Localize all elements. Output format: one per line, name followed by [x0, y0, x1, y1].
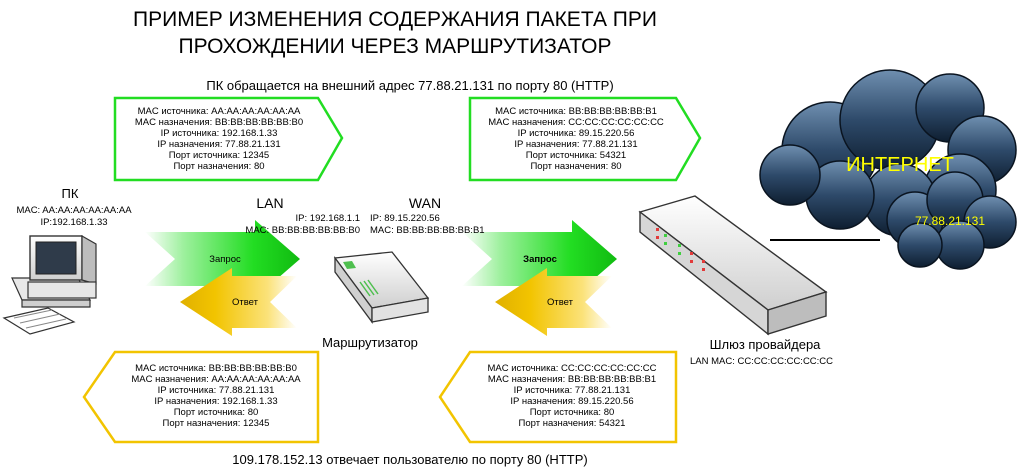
lan-ip: IP: 192.168.1.1 — [295, 213, 360, 224]
router-icon — [333, 251, 430, 324]
pc-label: ПК — [61, 186, 79, 201]
packet-line: IP источника: 77.88.21.131 — [513, 385, 631, 396]
packet-bottom-right: MAC источника: CC:CC:CC:CC:CC:CC MAC наз… — [466, 363, 678, 429]
packet-line: IP назначения: 77.88.21.131 — [514, 139, 638, 150]
lan-label: LAN — [256, 195, 284, 211]
page-title: ПРИМЕР ИЗМЕНЕНИЯ СОДЕРЖАНИЯ ПАКЕТА ПРИ П… — [0, 6, 790, 60]
packet-line: Порт назначения: 54321 — [518, 418, 626, 429]
packet-bottom-left: MAC источника: BB:BB:BB:BB:BB:B0 MAC наз… — [112, 363, 320, 429]
pc-icon — [2, 234, 97, 335]
packet-line: IP источника: 89.15.220.56 — [517, 128, 635, 139]
response-arrow-right — [495, 268, 612, 336]
response-label-right: Ответ — [547, 297, 573, 308]
packet-line: MAC назначения: BB:BB:BB:BB:BB:B1 — [487, 374, 657, 385]
packet-line: IP назначения: 89.15.220.56 — [510, 396, 634, 407]
packet-box-bottom-left — [82, 350, 320, 444]
response-label-left: Ответ — [232, 297, 258, 308]
bottom-caption: 109.178.152.13 отвечает пользователю по … — [232, 452, 588, 467]
packet-line: IP источника: 77.88.21.131 — [157, 385, 275, 396]
packet-line: MAC источника: BB:BB:BB:BB:BB:B1 — [495, 106, 657, 117]
packet-box-top-right — [468, 96, 702, 182]
gateway-mac: LAN MAC: CC:CC:CC:CC:CC:CC — [690, 356, 834, 367]
packet-line: Порт источника: 80 — [173, 407, 259, 418]
request-label-right: Запрос — [523, 254, 557, 265]
lan-mac: MAC: BB:BB:BB:BB:BB:B0 — [245, 225, 360, 236]
packet-line: MAC назначения: CC:CC:CC:CC:CC:CC — [488, 117, 664, 128]
packet-line: Порт источника: 54321 — [525, 150, 627, 161]
packet-line: IP назначения: 77.88.21.131 — [157, 139, 281, 150]
packet-line: Порт источника: 80 — [529, 407, 615, 418]
packet-top-right: MAC источника: BB:BB:BB:BB:BB:B1 MAC наз… — [470, 106, 682, 172]
packet-line: Порт назначения: 12345 — [162, 418, 270, 429]
wan-mac: MAC: BB:BB:BB:BB:BB:B1 — [370, 225, 485, 236]
internet-ip: 77.88.21.131 — [914, 214, 986, 228]
pc-mac: MAC: AA:AA:AA:AA:AA:AA — [16, 205, 132, 216]
packet-box-top-left — [113, 96, 344, 182]
packet-top-left: MAC источника: AA:AA:AA:AA:AA:AA MAC наз… — [115, 106, 323, 172]
packet-line: Порт назначения: 80 — [530, 161, 622, 172]
packet-line: MAC источника: CC:CC:CC:CC:CC:CC — [487, 363, 657, 374]
packet-line: MAC назначения: BB:BB:BB:BB:BB:B0 — [134, 117, 304, 128]
internet-cloud — [759, 69, 1017, 270]
packet-line: Порт назначения: 80 — [173, 161, 265, 172]
packet-line: IP источника: 192.168.1.33 — [160, 128, 278, 139]
packet-line: MAC источника: BB:BB:BB:BB:BB:B0 — [135, 363, 297, 374]
title-line-1: ПРИМЕР ИЗМЕНЕНИЯ СОДЕРЖАНИЯ ПАКЕТА ПРИ — [133, 8, 657, 31]
gateway-icon — [638, 195, 828, 336]
packet-line: Порт источника: 12345 — [168, 150, 270, 161]
packet-line: MAC назначения: AA:AA:AA:AA:AA:AA — [131, 374, 301, 385]
gateway-label: Шлюз провайдера — [709, 337, 821, 352]
packet-box-bottom-right — [438, 350, 678, 444]
top-caption: ПК обращается на внешний адрес 77.88.21.… — [206, 78, 614, 93]
request-label-left: Запрос — [209, 254, 241, 265]
packet-line: MAC источника: AA:AA:AA:AA:AA:AA — [137, 106, 301, 117]
router-label: Маршрутизатор — [322, 335, 418, 350]
pc-ip: IP:192.168.1.33 — [40, 217, 108, 228]
packet-line: IP назначения: 192.168.1.33 — [154, 396, 278, 407]
internet-label: ИНТЕРНЕТ — [846, 154, 954, 176]
wan-ip: IP: 89.15.220.56 — [370, 213, 440, 224]
response-arrow-left — [180, 268, 297, 336]
title-line-2: ПРОХОЖДЕНИИ ЧЕРЕЗ МАРШРУТИЗАТОР — [178, 35, 612, 58]
wan-label: WAN — [408, 195, 442, 211]
